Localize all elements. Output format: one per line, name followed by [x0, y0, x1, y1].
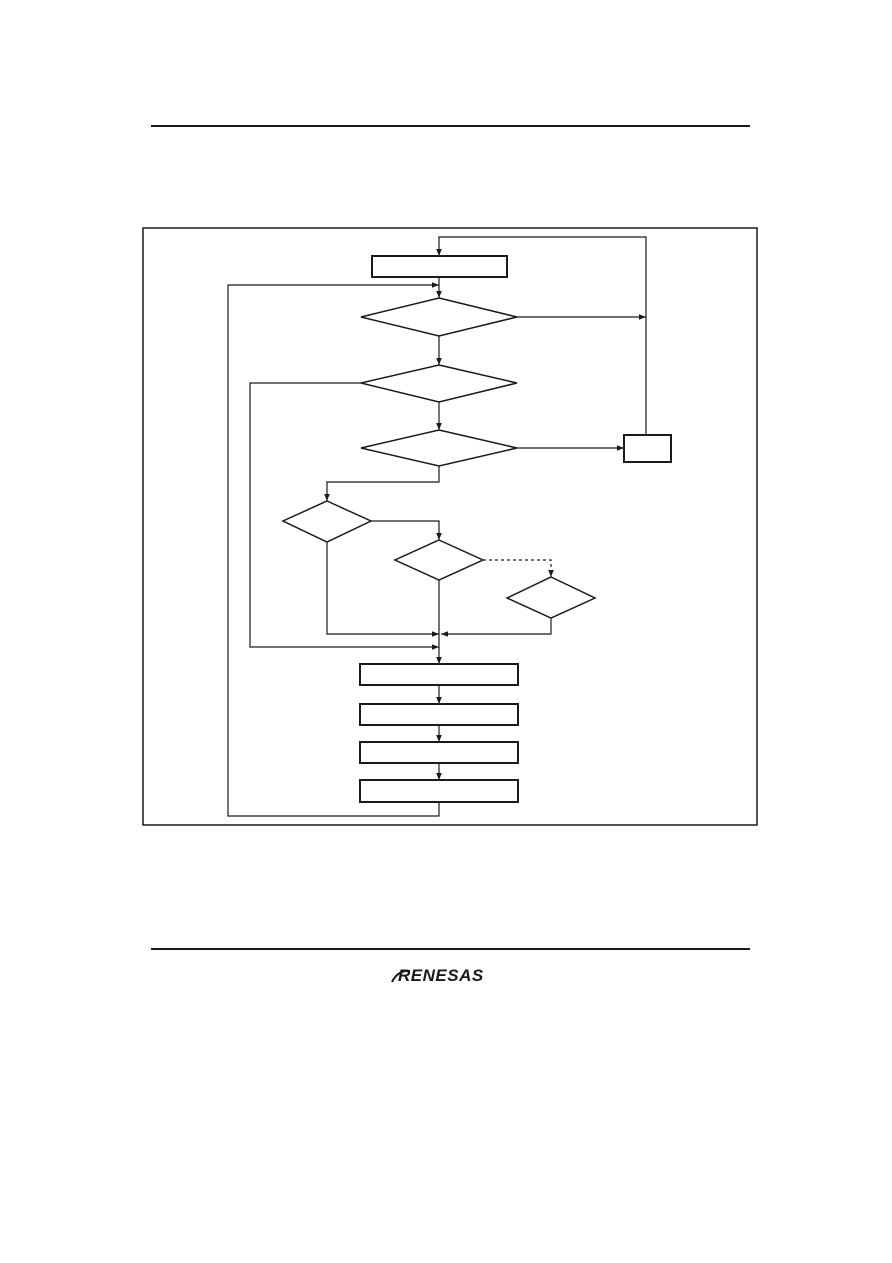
decision-1: [360, 297, 518, 337]
decision-6: [505, 576, 597, 619]
decision-6-down-branch: [441, 618, 552, 637]
decision-4-right-branch: [371, 520, 442, 540]
decision-4: [281, 500, 373, 543]
renesas-logo: RENESAS: [391, 966, 484, 985]
decision-2-left-branch: [249, 382, 439, 650]
decision-3-down-branch: [324, 466, 440, 501]
process-box-1: [359, 663, 519, 686]
decision-4-down-branch: [326, 542, 439, 637]
decision-3: [360, 429, 518, 467]
footer-rule: [151, 948, 750, 950]
side-process-box: [623, 434, 672, 463]
figure-frame: [142, 227, 758, 826]
loop-back-connector: [436, 236, 647, 435]
process-box-4: [359, 779, 519, 803]
decision-5: [393, 539, 485, 581]
svg-text:RENESAS: RENESAS: [398, 966, 484, 985]
process-box-3: [359, 741, 519, 764]
header-rule: [151, 125, 750, 127]
decision-5-optional-branch: [483, 559, 554, 577]
decision-2: [360, 364, 518, 403]
start-process-box: [371, 255, 508, 278]
outer-loop-connector: [227, 282, 440, 817]
process-box-2: [359, 703, 519, 726]
